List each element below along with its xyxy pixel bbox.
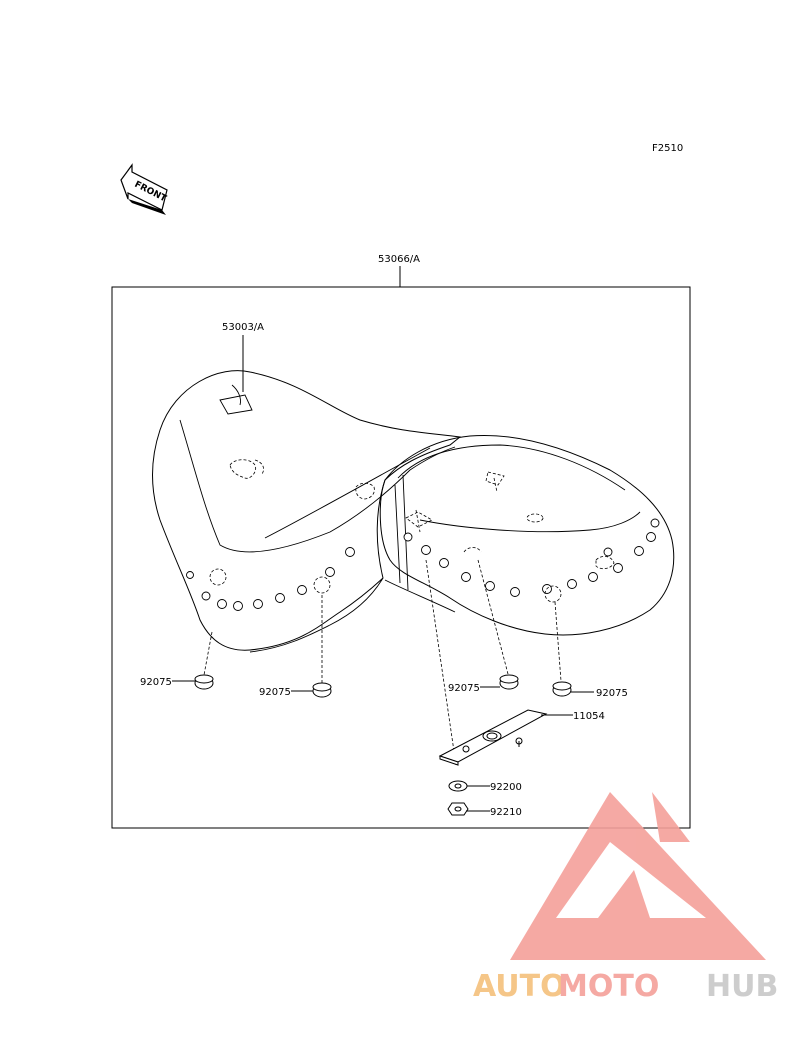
leader-dashed-bracket <box>425 559 457 766</box>
logo-text-moto: MOTO <box>558 969 659 1004</box>
assembly-box <box>111 286 691 829</box>
logo-text-auto: AUTO <box>473 969 566 1004</box>
grommet-4-icon <box>552 681 572 697</box>
label-seat-assy: 53066/A <box>378 254 420 265</box>
bracket-icon <box>438 709 548 766</box>
washer-icon <box>448 780 468 792</box>
label-grommet-1: 92075 <box>140 677 172 688</box>
grommet-1-icon <box>194 674 214 690</box>
leader-dashed-grommet-4 <box>554 601 562 682</box>
label-seat-cover: 53003/A <box>222 322 264 333</box>
logo-text-hub: HUB <box>706 969 778 1004</box>
nut-icon <box>447 802 469 816</box>
label-grommet-2: 92075 <box>259 687 291 698</box>
figure-code: F2510 <box>652 143 683 154</box>
grommet-3-icon <box>499 674 519 690</box>
label-grommet-3: 92075 <box>448 683 480 694</box>
grommet-2-icon <box>312 682 332 698</box>
label-washer: 92200 <box>490 782 522 793</box>
front-arrow-icon: FRONT <box>120 163 169 215</box>
leader-dashed-grommet-1 <box>203 631 213 676</box>
leader-dashed-grommet-3 <box>477 559 509 675</box>
seat-drawing <box>152 370 675 653</box>
label-nut: 92210 <box>490 807 522 818</box>
label-bracket: 11054 <box>573 711 605 722</box>
automotohub-logo: AUTO MOTO HUB <box>473 792 778 1004</box>
label-grommet-4: 92075 <box>596 688 628 699</box>
